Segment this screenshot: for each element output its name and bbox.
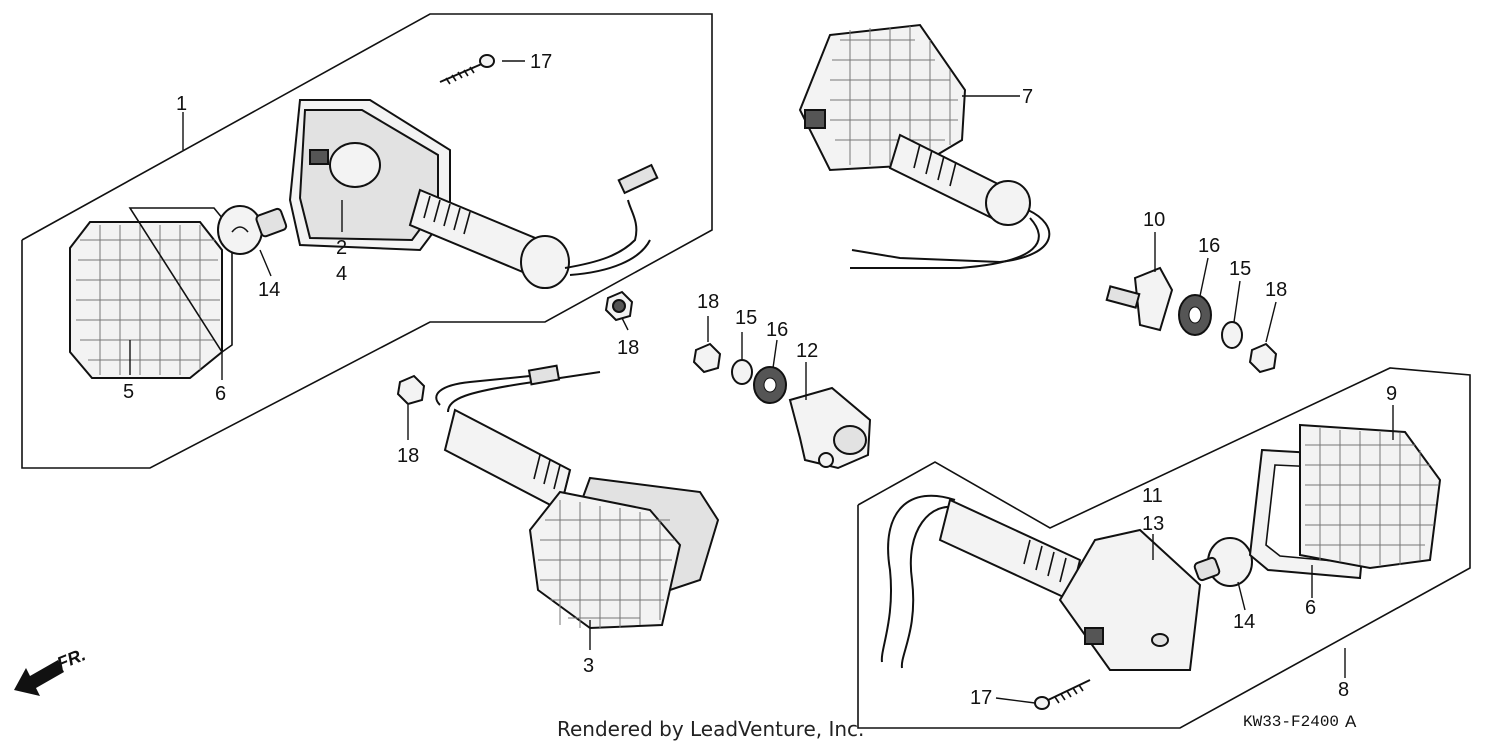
callout-2: 2 xyxy=(336,237,347,259)
callout-1: 1 xyxy=(176,93,187,115)
nut-18-center xyxy=(604,290,634,322)
nut-18-mid xyxy=(692,342,722,374)
diagram-code: KW33-F2400 xyxy=(1243,713,1339,731)
rear-mount-hardware xyxy=(1105,266,1278,374)
gasket-6 xyxy=(128,207,233,354)
washer-15-right xyxy=(1221,321,1243,349)
callout-18-left: 18 xyxy=(397,445,419,467)
callout-6-left: 6 xyxy=(215,383,226,405)
center-mount-hardware xyxy=(692,342,872,470)
callout-5: 5 xyxy=(123,381,134,403)
callout-15-right: 15 xyxy=(1229,258,1251,280)
screw-17-bottom xyxy=(1034,679,1091,710)
bulb-14 xyxy=(217,205,288,255)
callout-10: 10 xyxy=(1143,209,1165,231)
callout-12: 12 xyxy=(796,340,818,362)
lens-9 xyxy=(1299,423,1442,570)
credit-text: Rendered by LeadVenture, Inc. xyxy=(557,717,864,741)
callout-7: 7 xyxy=(1022,86,1033,108)
callout-17-bottom: 17 xyxy=(970,687,992,709)
assembly-outline-1 xyxy=(21,13,713,469)
screw-17-top xyxy=(439,54,495,85)
callout-3: 3 xyxy=(583,655,594,677)
lens-grid xyxy=(76,225,220,375)
front-left-turn-signal xyxy=(69,54,659,379)
callout-14-left: 14 xyxy=(258,279,280,301)
arrow-left-icon xyxy=(14,660,64,696)
callout-13: 13 xyxy=(1142,513,1164,535)
rear-left-turn-signal xyxy=(798,23,1051,269)
stem-upper-left xyxy=(408,163,659,289)
callout-6-right: 6 xyxy=(1305,597,1316,619)
direction-label: FR. xyxy=(54,644,88,673)
callout-labels: 1 2 4 17 14 5 6 18 18 3 18 15 16 12 7 10… xyxy=(123,51,1397,709)
front-direction-arrow: FR. xyxy=(14,644,88,696)
assembly-outline-8 xyxy=(857,367,1471,729)
leader-lines xyxy=(129,60,1394,704)
callout-17-top: 17 xyxy=(530,51,552,73)
washer-15-mid xyxy=(731,359,753,385)
nut-18-left xyxy=(396,374,426,406)
callout-18-center: 18 xyxy=(617,337,639,359)
callout-18-mid: 18 xyxy=(697,291,719,313)
callout-9: 9 xyxy=(1386,383,1397,405)
callout-16-mid: 16 xyxy=(766,319,788,341)
front-right-turn-signal xyxy=(396,364,720,630)
callout-18-right: 18 xyxy=(1265,279,1287,301)
callout-8: 8 xyxy=(1338,679,1349,701)
rear-right-turn-signal xyxy=(880,423,1442,710)
diagram-code-suffix: A xyxy=(1345,712,1357,731)
callout-16-right: 16 xyxy=(1198,235,1220,257)
nut-18-right xyxy=(1248,342,1278,374)
bulb-14-right xyxy=(1193,537,1253,587)
bracket-10 xyxy=(1133,266,1174,332)
callout-11: 11 xyxy=(1142,485,1163,507)
housing-11-13 xyxy=(1058,528,1202,671)
callout-15-mid: 15 xyxy=(735,307,757,329)
callout-14-right: 14 xyxy=(1233,611,1255,633)
callout-4: 4 xyxy=(336,263,347,285)
